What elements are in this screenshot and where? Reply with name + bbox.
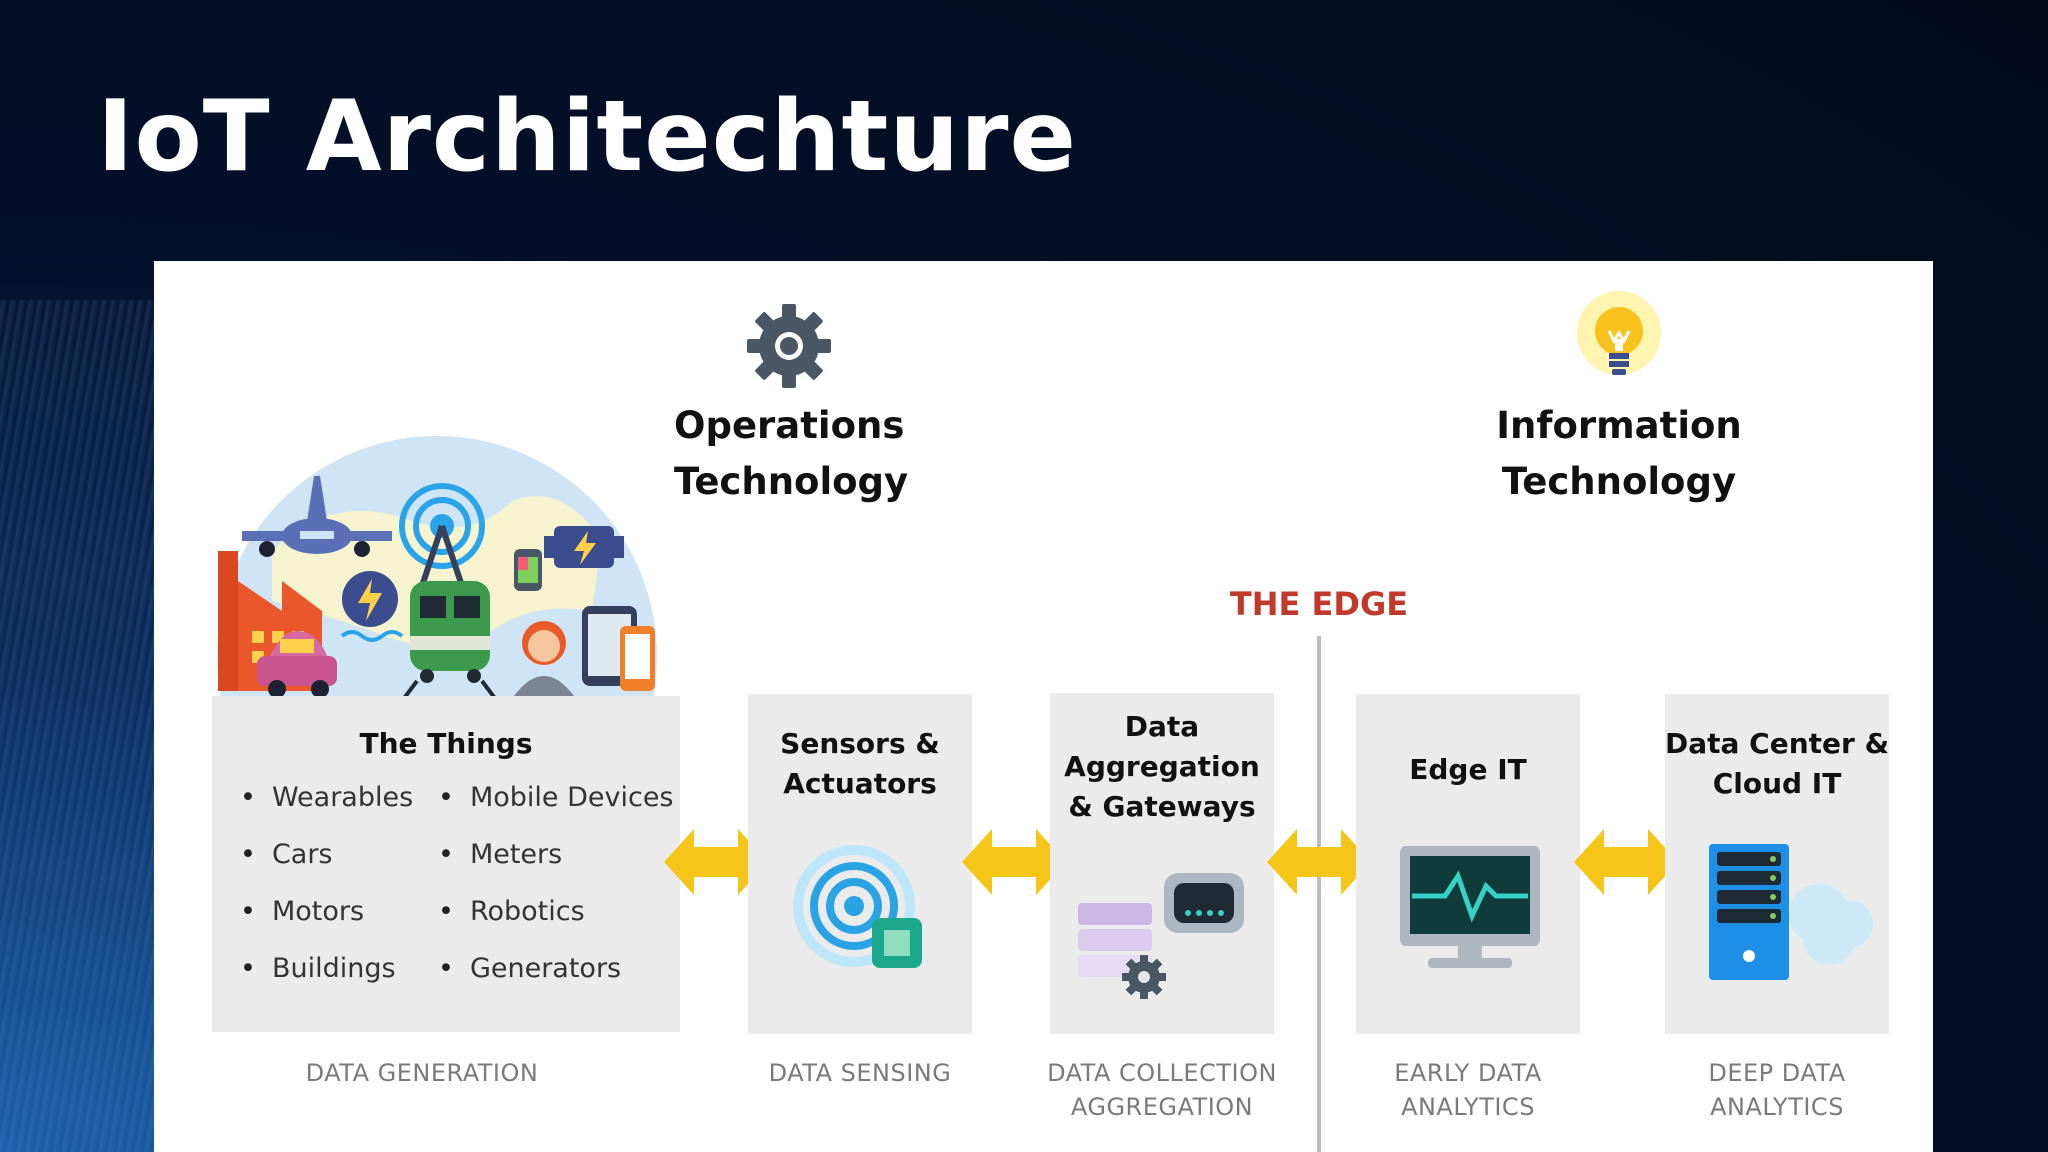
stage-data-sensing: DATA SENSING: [740, 1056, 980, 1090]
aggregation-title: Data Aggregation & Gateways: [1050, 707, 1274, 827]
stage-data-generation: DATA GENERATION: [212, 1056, 632, 1090]
slide-title: IoT Architechture: [97, 80, 1077, 194]
datacenter-title-line2: Cloud IT: [1712, 767, 1842, 800]
it-title-line1: Information: [1496, 404, 1742, 447]
sensors-title-line1: Sensors &: [780, 727, 940, 760]
list-item: Mobile Devices: [438, 782, 674, 813]
lightbulb-icon: [1577, 291, 1661, 375]
airplane-icon: [242, 476, 392, 557]
edge-divider-line: [1317, 636, 1321, 1152]
sensors-title: Sensors & Actuators: [748, 724, 972, 804]
tablet-phone-icon: [582, 606, 655, 691]
edgeit-title: Edge IT: [1409, 753, 1527, 786]
it-title: Information Technology: [1494, 398, 1744, 510]
stage-line: AGGREGATION: [1070, 1093, 1254, 1121]
stage-line: DATA COLLECTION: [1047, 1059, 1277, 1087]
stage-line: ANALYTICS: [1710, 1093, 1844, 1121]
server-cloud-icon: [1709, 844, 1873, 980]
things-box: The Things Wearables Cars Motors Buildin…: [212, 696, 680, 1032]
list-item: Meters: [438, 839, 562, 870]
things-illustration: [217, 436, 657, 701]
gateway-router-icon: [1078, 873, 1244, 999]
stage-deep-data-analytics: DEEP DATA ANALYTICS: [1657, 1056, 1897, 1124]
it-title-line2: Technology: [1501, 460, 1737, 503]
sensors-title-line2: Actuators: [783, 767, 937, 800]
datacenter-title-line1: Data Center &: [1665, 727, 1889, 760]
ot-title-line1: Operations: [674, 404, 905, 447]
aggregation-title-line2: Aggregation: [1064, 750, 1260, 783]
car-icon: [257, 631, 337, 698]
list-item: Robotics: [438, 896, 585, 927]
monitor-pulse-icon: [1400, 846, 1540, 968]
list-item: Generators: [438, 953, 621, 984]
edge-label: THE EDGE: [1229, 585, 1409, 623]
bidirectional-arrow-icon: [664, 829, 768, 895]
stage-early-data-analytics: EARLY DATA ANALYTICS: [1348, 1056, 1588, 1124]
engine-icon: [544, 526, 624, 568]
smartwatch-icon: [514, 549, 542, 591]
things-title: The Things: [359, 727, 533, 760]
person-icon: [514, 621, 574, 696]
aggregation-title-line3: & Gateways: [1068, 790, 1256, 823]
bidirectional-arrow-icon: [1574, 829, 1678, 895]
ot-title: Operations Technology: [674, 398, 909, 510]
background-streaks: [0, 300, 160, 1152]
gear-icon: [747, 304, 831, 388]
stage-data-collection: DATA COLLECTION AGGREGATION: [1030, 1056, 1294, 1124]
edgeit-box: Edge IT: [1356, 694, 1580, 1034]
bidirectional-arrow-icon: [1267, 829, 1371, 895]
aggregation-title-line1: Data: [1124, 710, 1200, 743]
stage-line: EARLY DATA: [1394, 1059, 1542, 1087]
list-item: Buildings: [240, 953, 396, 984]
list-item: Motors: [240, 896, 364, 927]
stage-line: DATA GENERATION: [305, 1059, 539, 1087]
datacenter-box: Data Center & Cloud IT: [1665, 694, 1889, 1034]
power-meter-icon: [340, 571, 404, 642]
stage-line: ANALYTICS: [1401, 1093, 1535, 1121]
bidirectional-arrow-icon: [962, 829, 1066, 895]
datacenter-title: Data Center & Cloud IT: [1665, 724, 1889, 804]
architecture-diagram: Operations Technology Information Techno…: [154, 261, 1933, 1152]
stage-line: DEEP DATA: [1708, 1059, 1846, 1087]
sensors-box: Sensors & Actuators: [748, 694, 972, 1034]
train-icon: [400, 581, 499, 701]
wireless-sensor-icon: [793, 845, 922, 968]
aggregation-box: Data Aggregation & Gateways: [1050, 693, 1274, 1034]
list-item: Cars: [240, 839, 333, 870]
ot-title-line2: Technology: [674, 460, 909, 503]
list-item: Wearables: [240, 782, 413, 813]
stage-line: DATA SENSING: [768, 1059, 952, 1087]
